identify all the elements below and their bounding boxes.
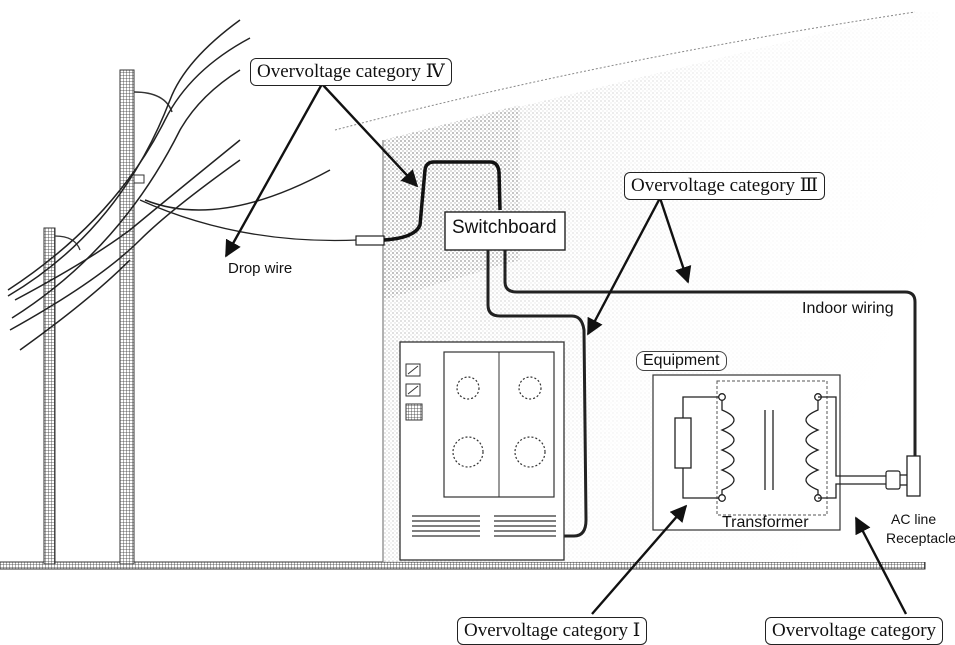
drop-wire — [139, 199, 359, 242]
equipment-circuit — [674, 393, 886, 502]
distribution-cabinet — [399, 341, 565, 561]
callout-arrows — [224, 83, 908, 615]
ac-line-label: AC line — [891, 511, 937, 527]
overvoltage-category-1-label: Overvoltage category Ⅰ — [457, 617, 648, 645]
overvoltage-category-3-label: Overvoltage category Ⅲ — [624, 172, 826, 200]
indoor-wiring-label: Indoor wiring — [802, 300, 894, 317]
service-entrance-cable — [383, 160, 502, 242]
drop-wire-connector — [355, 235, 385, 246]
switchboard-box — [444, 211, 566, 251]
ground-strip — [0, 561, 926, 570]
equipment-label: Equipment — [636, 351, 727, 371]
utility-pole-front — [119, 69, 173, 565]
switchboard-wiring — [486, 250, 917, 538]
utility-pole-back — [43, 227, 81, 565]
switchboard-label: Switchboard — [452, 217, 557, 238]
overvoltage-category-4-label: Overvoltage category Ⅳ — [250, 58, 452, 86]
overvoltage-category-2-label: Overvoltage category — [765, 617, 944, 645]
overhead-power-lines — [7, 19, 331, 351]
receptacle-label: Receptacle — [886, 530, 955, 546]
transformer-label: Transformer — [722, 514, 809, 531]
ac-line-receptacle — [885, 455, 921, 497]
drop-wire-label: Drop wire — [228, 260, 293, 277]
